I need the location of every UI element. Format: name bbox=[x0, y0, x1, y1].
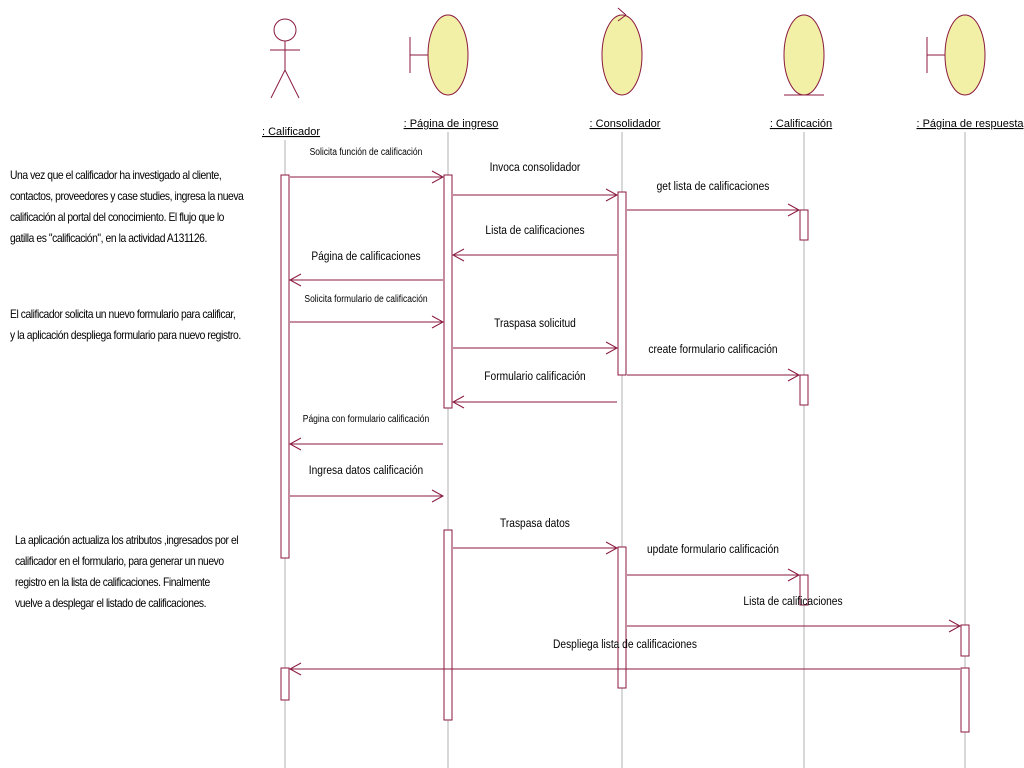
message-12: Traspasa datos bbox=[453, 517, 619, 555]
activation-bar-calificacion bbox=[799, 374, 809, 406]
message-5: Página de calificaciones bbox=[288, 250, 443, 287]
note-update: La aplicación actualiza los atributos ,i… bbox=[15, 533, 239, 610]
entity-icon bbox=[783, 14, 825, 96]
boundary-icon bbox=[944, 14, 986, 96]
arrowhead-icon bbox=[288, 273, 302, 287]
boundary-icon bbox=[427, 14, 469, 96]
message-label: get lista de calificaciones bbox=[657, 180, 770, 193]
message-3: get lista de calificaciones bbox=[627, 180, 801, 217]
message-13: update formulario calificación bbox=[627, 543, 801, 582]
arrowhead-icon bbox=[787, 203, 801, 217]
arrowhead-icon bbox=[431, 489, 445, 503]
message-7: Traspasa solicitud bbox=[453, 317, 619, 355]
message-label: update formulario calificación bbox=[647, 543, 779, 556]
actor-leg-icon bbox=[270, 69, 286, 99]
arrowhead-icon bbox=[451, 395, 465, 409]
activation-bar-ingreso bbox=[443, 529, 453, 721]
message-label: Invoca consolidador bbox=[490, 161, 581, 174]
participant-consolidador: : Consolidador bbox=[590, 7, 661, 130]
arrowhead-icon bbox=[605, 188, 619, 202]
message-9: Formulario calificación bbox=[451, 370, 617, 409]
message-label: Traspasa datos bbox=[500, 517, 570, 530]
actor-leg-icon bbox=[284, 69, 300, 99]
arrowhead-icon bbox=[787, 368, 801, 382]
control-arrow-icon bbox=[617, 7, 627, 22]
arrowhead-icon bbox=[288, 662, 302, 676]
message-11: Ingresa datos calificación bbox=[290, 464, 445, 503]
message-label: Solicita función de calificación bbox=[310, 146, 423, 157]
activation-bar-consolidador bbox=[617, 191, 627, 376]
activation-bar-calificador bbox=[280, 174, 290, 559]
participant-label-ingreso: : Página de ingreso bbox=[404, 118, 499, 130]
message-2: Invoca consolidador bbox=[453, 161, 619, 202]
message-8: create formulario calificación bbox=[627, 343, 801, 382]
participant-ingreso: : Página de ingreso bbox=[404, 14, 499, 130]
participants: : Calificador : Página de ingreso : Consol… bbox=[262, 7, 1024, 138]
control-icon bbox=[601, 14, 643, 96]
participant-calificacion: : Calificación bbox=[770, 14, 832, 130]
message-label: Página de calificaciones bbox=[311, 250, 421, 263]
arrowhead-icon bbox=[288, 437, 302, 451]
activation-bar-calificacion bbox=[799, 209, 809, 241]
arrowhead-icon bbox=[431, 315, 445, 329]
arrowhead-icon bbox=[787, 568, 801, 582]
activation-bar-consolidador bbox=[617, 546, 627, 689]
message-10: Página con formulario calificación bbox=[288, 413, 443, 451]
arrowhead-icon bbox=[948, 619, 962, 633]
message-14: Lista de calificaciones bbox=[627, 595, 962, 633]
activation-bars bbox=[280, 174, 970, 733]
message-15: Despliega lista de calificaciones bbox=[288, 638, 960, 676]
message-label: Despliega lista de calificaciones bbox=[553, 638, 697, 651]
participant-calificador: : Calificador bbox=[262, 18, 320, 138]
message-4: Lista de calificaciones bbox=[451, 224, 617, 262]
participant-label-respuesta: : Página de respuesta bbox=[916, 118, 1024, 130]
message-label: Ingresa datos calificación bbox=[309, 464, 423, 477]
message-label: Lista de calificaciones bbox=[485, 224, 585, 237]
arrowhead-icon bbox=[605, 541, 619, 555]
arrowhead-icon bbox=[431, 170, 445, 184]
activation-bar-calificador bbox=[280, 667, 290, 701]
note-form-request: El calificador solicita un nuevo formula… bbox=[10, 307, 241, 342]
message-label: Formulario calificación bbox=[484, 370, 585, 383]
actor-head-icon bbox=[273, 18, 297, 42]
participant-label-calificador: : Calificador bbox=[262, 126, 320, 138]
activation-bar-ingreso bbox=[443, 174, 453, 409]
message-label: create formulario calificación bbox=[648, 343, 777, 356]
participant-label-consolidador: : Consolidador bbox=[590, 118, 661, 130]
activation-bar-respuesta bbox=[960, 624, 970, 657]
message-label: Lista de calificaciones bbox=[743, 595, 843, 608]
activation-bar-respuesta bbox=[960, 667, 970, 733]
participant-respuesta: : Página de respuesta bbox=[916, 14, 1024, 130]
arrowhead-icon bbox=[605, 341, 619, 355]
activation-bar-calificacion bbox=[799, 574, 809, 606]
message-1: Solicita función de calificación bbox=[290, 146, 445, 184]
note-flow-start: Una vez que el calificador ha investigad… bbox=[10, 168, 244, 245]
participant-label-calificacion: : Calificación bbox=[770, 118, 832, 130]
arrowhead-icon bbox=[451, 248, 465, 262]
message-6: Solicita formulario de calificación bbox=[290, 293, 445, 329]
message-label: Página con formulario calificación bbox=[303, 413, 429, 424]
message-label: Solicita formulario de calificación bbox=[304, 293, 427, 304]
message-label: Traspasa solicitud bbox=[494, 317, 576, 330]
